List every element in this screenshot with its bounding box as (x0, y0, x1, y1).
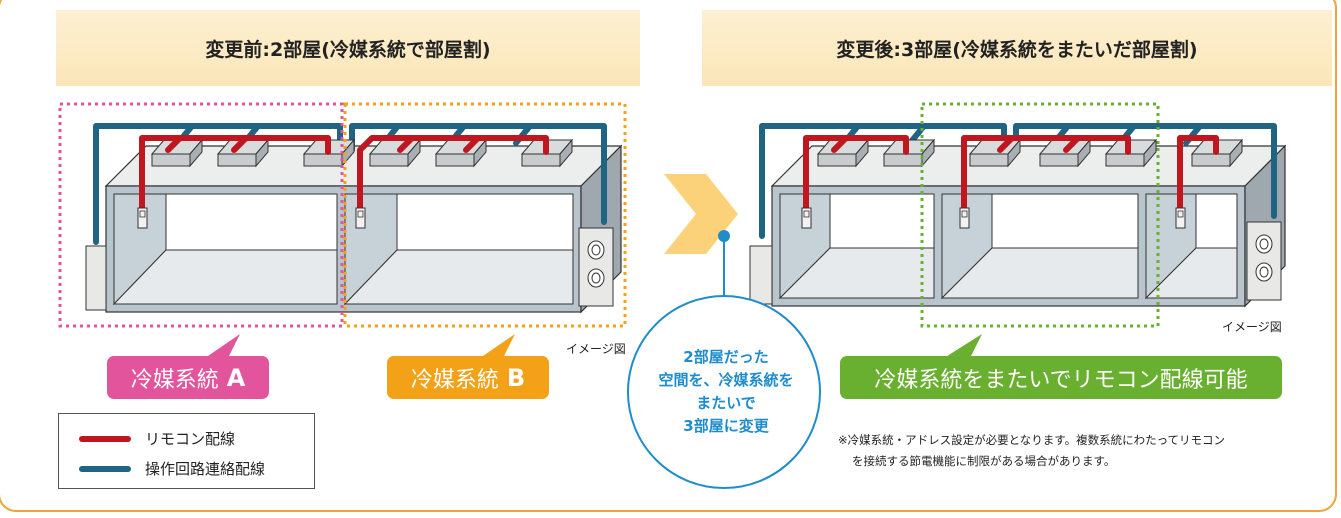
before-title-banner: 変更前:2部屋(冷媒系統で部屋割) (56, 10, 640, 86)
footnote: ※冷媒系統・アドレス設定が必要となります。複数系統にわたってリモコン を接続する… (838, 430, 1308, 472)
footnote-line: ※冷媒系統・アドレス設定が必要となります。複数系統にわたってリモコン (838, 433, 1226, 447)
label-b-tail (480, 334, 515, 358)
system-a-label: 冷媒系統 A (107, 356, 269, 399)
image-caption-right: イメージ図 (1222, 320, 1282, 334)
bubble-line: またいで (696, 394, 756, 412)
legend-item-remote: リモコン配線 (79, 428, 235, 449)
crossing-zone (920, 102, 1160, 328)
cross-system-label: 冷媒系統をまたいでリモコン配線可能 (840, 356, 1282, 399)
legend-label: 操作回路連絡配線 (145, 460, 266, 478)
arrow-right-icon (664, 174, 738, 254)
cross-system-text: 冷媒系統をまたいでリモコン配線可能 (874, 367, 1248, 393)
label-a-tail (205, 334, 240, 358)
after-building (749, 144, 1287, 308)
system-b-zone (343, 102, 627, 328)
bubble-line: 3部屋に変更 (683, 417, 769, 435)
system-b-letter: B (506, 363, 526, 392)
info-bubble (627, 295, 821, 489)
after-title-banner: 変更後:3部屋(冷媒系統をまたいだ部屋割) (702, 10, 1332, 86)
label-c-tail (944, 334, 982, 358)
system-a-text: 冷媒系統 (130, 367, 219, 393)
remote-controller-icon (1175, 207, 1186, 229)
before-remote-wiring (139, 135, 549, 211)
remote-controller-icon (355, 207, 366, 229)
bubble-line: 2部屋だった (683, 348, 769, 366)
before-building (85, 144, 623, 314)
legend-label: リモコン配線 (145, 430, 236, 448)
footnote-line: を接続する節電機能に制限がある場合があります。 (852, 454, 1116, 468)
after-title: 変更後:3部屋(冷媒系統をまたいだ部屋割) (836, 38, 1198, 61)
remote-wire-swatch (79, 435, 131, 442)
bubble-line: 空間を、冷媒系統を (658, 371, 794, 389)
remote-controller-icon (959, 207, 970, 229)
system-b-label: 冷媒系統 B (387, 356, 549, 399)
after-remote-wiring (803, 135, 1219, 211)
before-outdoor-unit (578, 227, 614, 307)
image-caption-left: イメージ図 (566, 342, 626, 356)
bubble-text: 2部屋だった 空間を、冷媒系統を またいで 3部屋に変更 (646, 346, 806, 438)
remote-controller-icon (137, 207, 148, 229)
system-a-letter: A (226, 363, 246, 392)
legend-item-op: 操作回路連絡配線 (79, 458, 265, 479)
op-wire-swatch (79, 465, 131, 472)
system-b-text: 冷媒系統 (410, 367, 499, 393)
bubble-pointer-dot (718, 230, 730, 242)
system-a-zone (58, 102, 344, 328)
legend: リモコン配線 操作回路連絡配線 (58, 413, 315, 489)
after-outdoor-unit (1246, 221, 1282, 301)
remote-controller-icon (801, 207, 812, 229)
before-title: 変更前:2部屋(冷媒系統で部屋割) (205, 38, 491, 61)
